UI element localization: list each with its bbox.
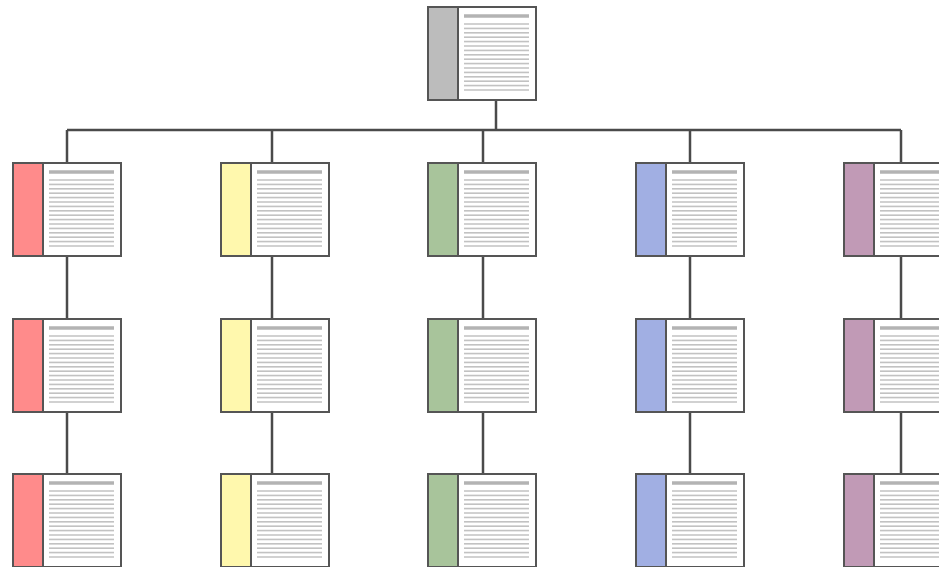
- card-text-lines: [464, 326, 529, 403]
- card-color-strip: [845, 164, 874, 255]
- column-4-card-1: [635, 162, 745, 257]
- column-2-card-3: [220, 473, 330, 567]
- card-text-lines: [880, 170, 939, 247]
- card-text-lines: [880, 326, 939, 403]
- root-card: [427, 6, 537, 101]
- column-3-card-2: [427, 318, 537, 413]
- card-text-lines: [464, 170, 529, 247]
- card-text-lines: [880, 481, 939, 558]
- card-color-strip: [429, 8, 458, 99]
- card-text-lines: [464, 481, 529, 558]
- column-5-card-2: [843, 318, 939, 413]
- card-color-strip: [429, 475, 458, 566]
- card-text-lines: [257, 481, 322, 558]
- column-4-card-3: [635, 473, 745, 567]
- card-color-strip: [222, 475, 251, 566]
- column-1-card-3: [12, 473, 122, 567]
- card-color-strip: [222, 320, 251, 411]
- card-color-strip: [429, 164, 458, 255]
- card-text-lines: [257, 170, 322, 247]
- card-color-strip: [845, 475, 874, 566]
- card-text-lines: [49, 170, 114, 247]
- card-color-strip: [845, 320, 874, 411]
- card-color-strip: [637, 320, 666, 411]
- column-1-card-2: [12, 318, 122, 413]
- column-5-card-3: [843, 473, 939, 567]
- column-3-card-3: [427, 473, 537, 567]
- card-text-lines: [49, 481, 114, 558]
- column-2-card-1: [220, 162, 330, 257]
- card-color-strip: [429, 320, 458, 411]
- card-text-lines: [672, 481, 737, 558]
- card-text-lines: [49, 326, 114, 403]
- column-4-card-2: [635, 318, 745, 413]
- column-3-card-1: [427, 162, 537, 257]
- card-color-strip: [14, 164, 43, 255]
- column-1-card-1: [12, 162, 122, 257]
- card-color-strip: [14, 475, 43, 566]
- card-text-lines: [672, 170, 737, 247]
- card-color-strip: [637, 475, 666, 566]
- card-text-lines: [672, 326, 737, 403]
- card-color-strip: [222, 164, 251, 255]
- card-color-strip: [637, 164, 666, 255]
- card-text-lines: [257, 326, 322, 403]
- connector-lines: [65, 100, 903, 474]
- card-text-lines: [464, 14, 529, 91]
- column-5-card-1: [843, 162, 939, 257]
- column-2-card-2: [220, 318, 330, 413]
- card-color-strip: [14, 320, 43, 411]
